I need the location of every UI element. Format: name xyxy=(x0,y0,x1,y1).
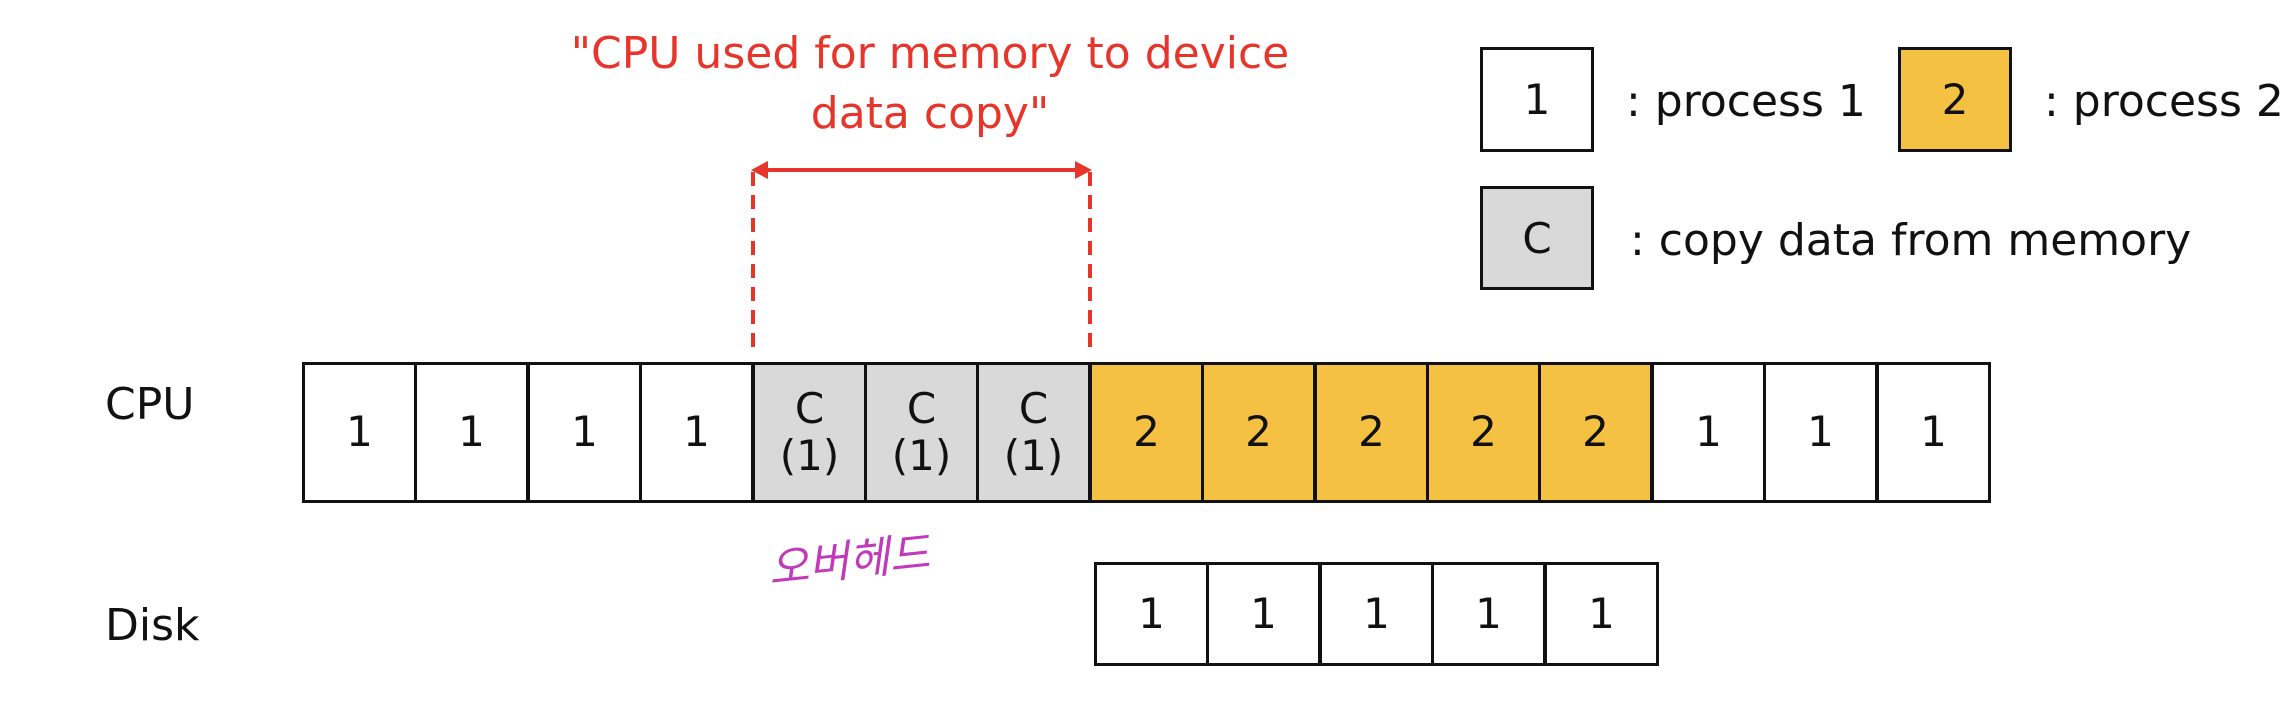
cpu-cell-sublabel: (1) xyxy=(779,430,840,480)
legend-process2-text: : process 2 xyxy=(2044,76,2284,127)
legend-process1-text: : process 1 xyxy=(1626,76,1866,127)
cpu-cell-content: 2 xyxy=(1470,409,1497,455)
cpu-cell-process1: 1 xyxy=(1651,362,1766,503)
cpu-cell-label: 2 xyxy=(1470,407,1497,457)
cpu-cell-process1: 1 xyxy=(639,362,754,503)
cpu-cell-process1: 1 xyxy=(414,362,529,503)
cpu-cell-content: 1 xyxy=(683,409,710,455)
cpu-cell-content: 1 xyxy=(1807,409,1834,455)
cpu-cell-process1: 1 xyxy=(1763,362,1878,503)
cpu-cell-content: 2 xyxy=(1245,409,1272,455)
cpu-cell-process2: 2 xyxy=(1426,362,1541,503)
disk-cell: 1 xyxy=(1319,562,1434,666)
disk-cell: 1 xyxy=(1544,562,1659,666)
cpu-cell-copy: C(1) xyxy=(976,362,1091,503)
cpu-cell-process2: 2 xyxy=(1314,362,1429,503)
cpu-cell-label: 2 xyxy=(1245,407,1272,457)
cpu-cell-label: 2 xyxy=(1358,407,1385,457)
cpu-cell-label: C xyxy=(906,384,937,434)
cpu-cell-content: 1 xyxy=(458,409,485,455)
annotation-arrowhead-right xyxy=(1075,161,1092,179)
cpu-cell-label: 1 xyxy=(571,407,598,457)
cpu-cell-label: 2 xyxy=(1582,407,1609,457)
disk-row-label: Disk xyxy=(105,600,200,651)
cpu-cell-content: C(1) xyxy=(779,384,840,480)
cpu-cell-content: 1 xyxy=(1695,409,1722,455)
cpu-cell-label: C xyxy=(1018,384,1049,434)
cpu-cell-label: 1 xyxy=(683,407,710,457)
cpu-row-label: CPU xyxy=(105,379,195,430)
cpu-cell-copy: C(1) xyxy=(752,362,867,503)
annotation-arrowhead-left xyxy=(751,161,768,179)
cpu-cell-process1: 1 xyxy=(1876,362,1991,503)
cpu-cell-label: 1 xyxy=(1920,407,1947,457)
legend-copy-text: : copy data from memory xyxy=(1630,215,2192,266)
cpu-cell-content: C(1) xyxy=(891,384,952,480)
disk-cell: 1 xyxy=(1206,562,1321,666)
cpu-cell-content: 1 xyxy=(571,409,598,455)
cpu-cell-copy: C(1) xyxy=(864,362,979,503)
cpu-cell-label: 1 xyxy=(1807,407,1834,457)
annotation-line-1: "CPU used for memory to device xyxy=(570,28,1290,79)
cpu-cell-content: 1 xyxy=(346,409,373,455)
cpu-cell-sublabel: (1) xyxy=(891,430,952,480)
cpu-cell-label: C xyxy=(794,384,825,434)
cpu-cell-label: 1 xyxy=(458,407,485,457)
cpu-cell-process1: 1 xyxy=(527,362,642,503)
legend-process1-box: 1 xyxy=(1480,47,1594,152)
legend-copy-box: C xyxy=(1480,186,1594,290)
cpu-cell-content: 2 xyxy=(1133,409,1160,455)
cpu-cell-process2: 2 xyxy=(1089,362,1204,503)
cpu-cell-process2: 2 xyxy=(1538,362,1653,503)
cpu-cell-label: 1 xyxy=(346,407,373,457)
annotation-text: "CPU used for memory to device data copy… xyxy=(560,24,1300,144)
cpu-cell-process1: 1 xyxy=(302,362,417,503)
cpu-cell-sublabel: (1) xyxy=(1003,430,1064,480)
cpu-cell-label: 2 xyxy=(1133,407,1160,457)
annotation-line-2: data copy" xyxy=(810,88,1050,139)
cpu-cell-content: 1 xyxy=(1920,409,1947,455)
cpu-cell-content: C(1) xyxy=(1003,384,1064,480)
cpu-cell-process2: 2 xyxy=(1201,362,1316,503)
legend-process2-box: 2 xyxy=(1898,47,2012,152)
cpu-cell-content: 2 xyxy=(1582,409,1609,455)
cpu-cell-label: 1 xyxy=(1695,407,1722,457)
disk-cell: 1 xyxy=(1094,562,1209,666)
disk-cell: 1 xyxy=(1431,562,1546,666)
cpu-cell-content: 2 xyxy=(1358,409,1385,455)
